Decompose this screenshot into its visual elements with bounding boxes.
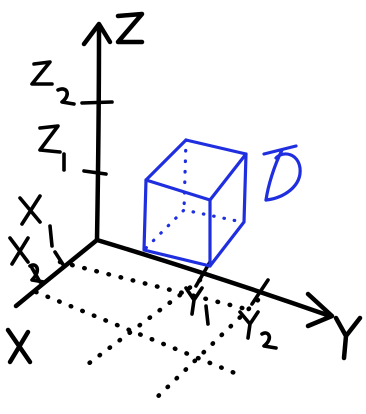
axis-label-x [5, 327, 33, 365]
region-box [142, 138, 248, 268]
tick-label-z1 [38, 124, 66, 172]
axis-label-y [333, 315, 363, 361]
region-label-glyph [262, 144, 302, 202]
tick-label-x2 [8, 236, 46, 284]
z-ticks [80, 100, 114, 176]
axis-label-z [115, 11, 145, 45]
tick-label-y1 [184, 286, 210, 326]
projection-lines [33, 259, 261, 407]
tick-label-y2 [238, 310, 278, 350]
tick-label-x1 [18, 194, 54, 248]
y-axis [94, 237, 335, 329]
tick-label-z2 [30, 60, 76, 106]
z-axis [81, 21, 113, 243]
x-axis [13, 237, 100, 309]
